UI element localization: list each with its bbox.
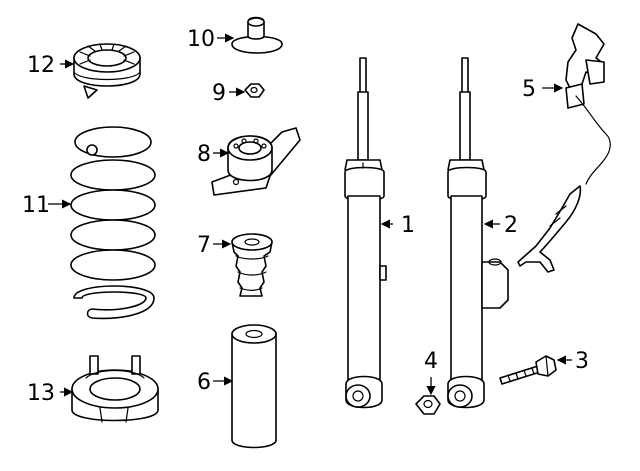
callout-13: 13 [27,381,55,406]
sensor-bracket [517,23,611,273]
top-cap [231,16,283,54]
callout-11: 11 [22,193,50,218]
upper-spring-seat [73,43,141,99]
callout-9: 9 [212,81,226,106]
lower-spring-seat [71,355,159,423]
coil-spring [70,126,156,320]
strut-mount [211,127,301,196]
bolt [499,355,557,385]
callout-3: 3 [575,349,589,374]
callout-2: 2 [504,213,518,238]
shock-absorber-1 [344,57,387,409]
callout-8: 8 [197,142,211,167]
callout-4: 4 [424,349,438,374]
callout-10: 10 [187,27,215,52]
callout-7: 7 [197,233,211,258]
shock-absorber-2 [447,57,509,409]
top-nut [244,83,265,98]
callout-labels: 1 2 3 4 5 6 7 8 9 10 11 12 13 [22,27,589,406]
leader-lines [48,33,572,397]
callout-6: 6 [197,370,211,395]
dust-boot [231,324,277,449]
callout-1: 1 [401,213,415,238]
bump-stop [231,233,273,297]
callout-5: 5 [522,77,536,102]
callout-12: 12 [27,53,55,78]
lower-nut [415,395,441,415]
